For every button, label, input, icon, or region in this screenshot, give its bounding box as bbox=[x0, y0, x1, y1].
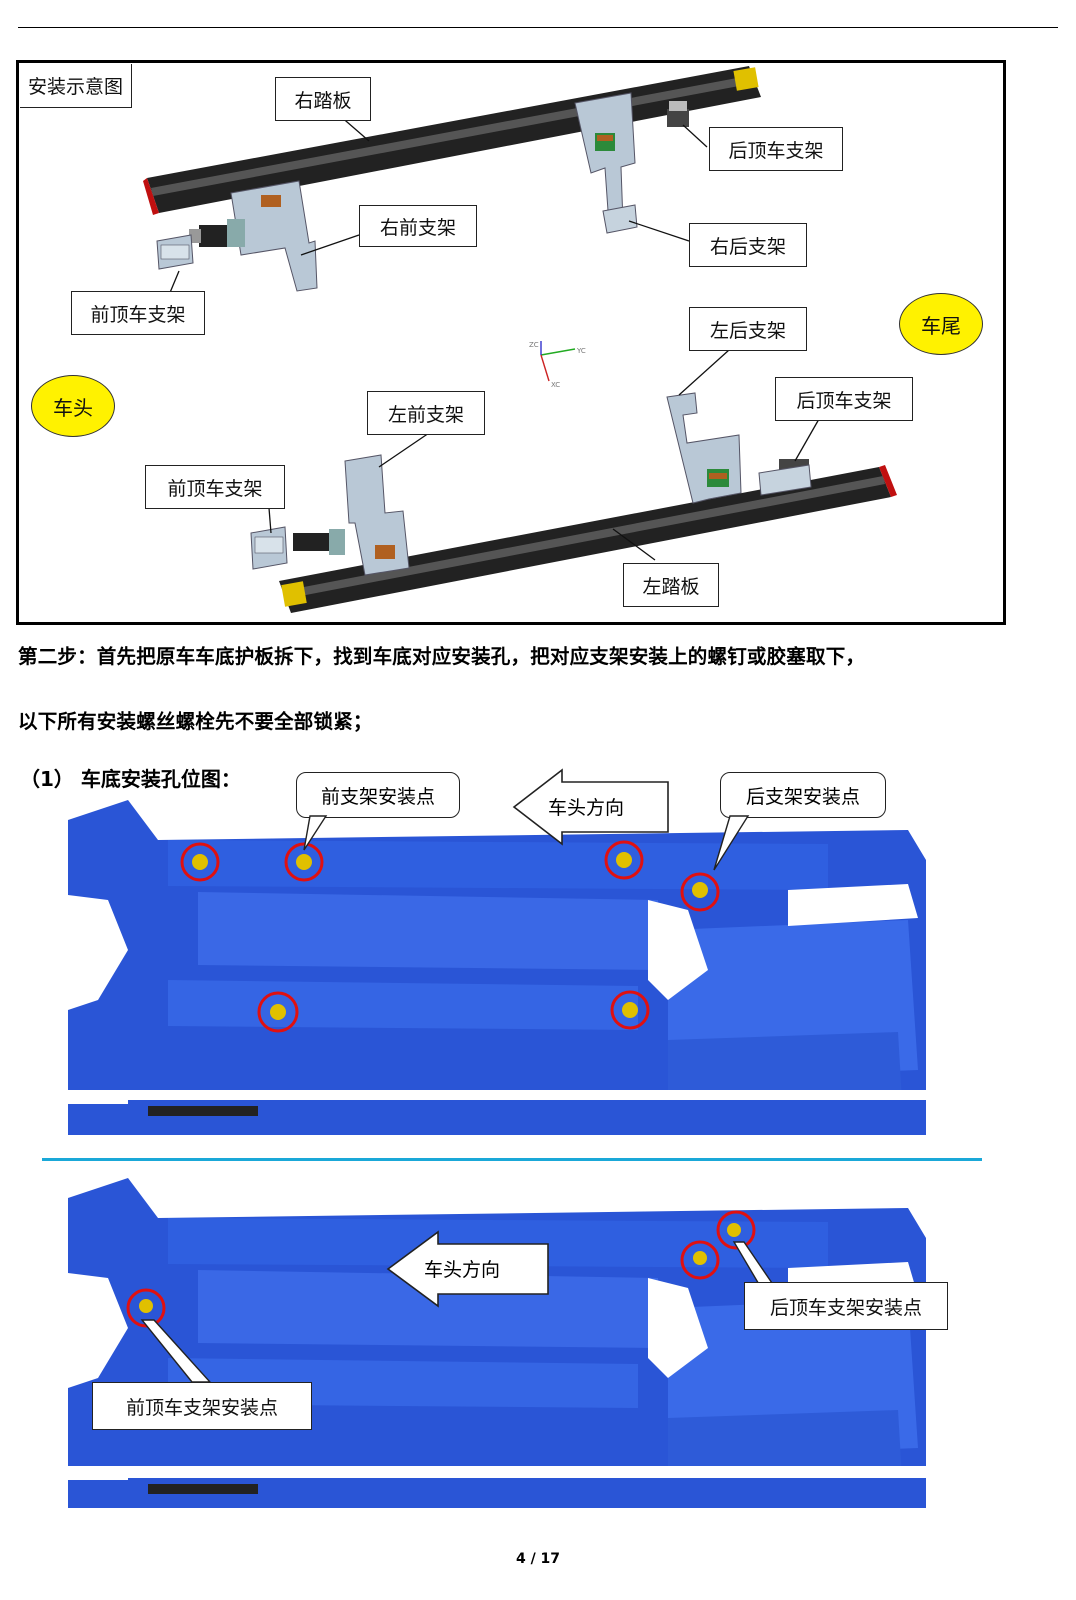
callout-car-front: 车头 bbox=[31, 375, 115, 437]
axis-label-yc: YC bbox=[576, 347, 586, 355]
axis-triad: ZC YC XC bbox=[529, 341, 586, 389]
right-front-bracket bbox=[189, 180, 318, 292]
installation-diagram: ZC YC XC 安装示意图 右踏板 后顶车支架 右前支架 右后支架 前顶车支架… bbox=[16, 60, 1006, 625]
bubble-tail-front bbox=[303, 815, 328, 851]
label-left-step: 左踏板 bbox=[623, 563, 719, 607]
header-rule bbox=[18, 27, 1058, 28]
callout-car-rear: 车尾 bbox=[899, 293, 983, 355]
axis-label-xc: XC bbox=[551, 381, 560, 389]
label-rear-roof-bracket-top: 后顶车支架 bbox=[709, 127, 843, 171]
right-rear-bracket bbox=[574, 92, 689, 234]
bubble-tail-rear bbox=[713, 815, 750, 871]
left-rear-bracket bbox=[666, 392, 812, 504]
step2-paragraph: 第二步：首先把原车车底护板拆下，找到车底对应安装孔，把对应支架安装上的螺钉或胶塞… bbox=[18, 645, 866, 668]
bubble-rear-bracket-point: 后支架安装点 bbox=[720, 772, 886, 818]
arrow-direction-2 bbox=[386, 1230, 549, 1308]
left-front-bracket bbox=[293, 454, 410, 576]
page-number: 4 / 17 bbox=[515, 1551, 561, 1567]
left-step-board bbox=[279, 465, 897, 613]
direction-label-2: 车头方向 bbox=[424, 1259, 501, 1281]
figure-title: 安装示意图 bbox=[20, 64, 132, 108]
label-right-front-bracket: 右前支架 bbox=[359, 205, 477, 247]
direction-label-1: 车头方向 bbox=[548, 797, 625, 819]
installation-diagram-drawing: ZC YC XC bbox=[143, 66, 897, 613]
label-right-rear-bracket: 右后支架 bbox=[689, 223, 807, 267]
step2-paragraph-continued: 以下所有安装螺丝螺栓先不要全部锁紧； bbox=[18, 710, 373, 733]
label-rear-roof-point: 后顶车支架安装点 bbox=[744, 1282, 948, 1330]
label-left-rear-bracket: 左后支架 bbox=[689, 307, 807, 351]
label-front-roof-point: 前顶车支架安装点 bbox=[92, 1382, 312, 1430]
front-roof-bracket-top bbox=[156, 234, 194, 270]
axis-label-zc: ZC bbox=[529, 341, 539, 349]
label-right-step: 右踏板 bbox=[275, 77, 371, 121]
underbody-photo-roof-brackets bbox=[68, 1178, 926, 1508]
label-front-roof-bracket-top: 前顶车支架 bbox=[71, 291, 205, 335]
label-left-front-bracket: 左前支架 bbox=[367, 391, 485, 435]
leader-lines bbox=[168, 114, 820, 561]
label-rear-roof-bracket-bottom: 后顶车支架 bbox=[775, 377, 913, 421]
leader-front-roof bbox=[140, 1319, 212, 1383]
subheading-mounting-holes: （1） 车底安装孔位图： bbox=[20, 767, 241, 791]
arrow-direction-1 bbox=[512, 768, 669, 846]
front-roof-bracket-bottom bbox=[250, 526, 288, 570]
underbody-photo-brackets bbox=[68, 800, 926, 1135]
bubble-front-bracket-point: 前支架安装点 bbox=[296, 772, 460, 818]
underbody-drawing-1 bbox=[68, 800, 926, 1135]
marker-circles-1 bbox=[180, 840, 720, 1033]
section-divider bbox=[42, 1158, 982, 1161]
label-front-roof-bracket-bottom: 前顶车支架 bbox=[145, 465, 285, 509]
